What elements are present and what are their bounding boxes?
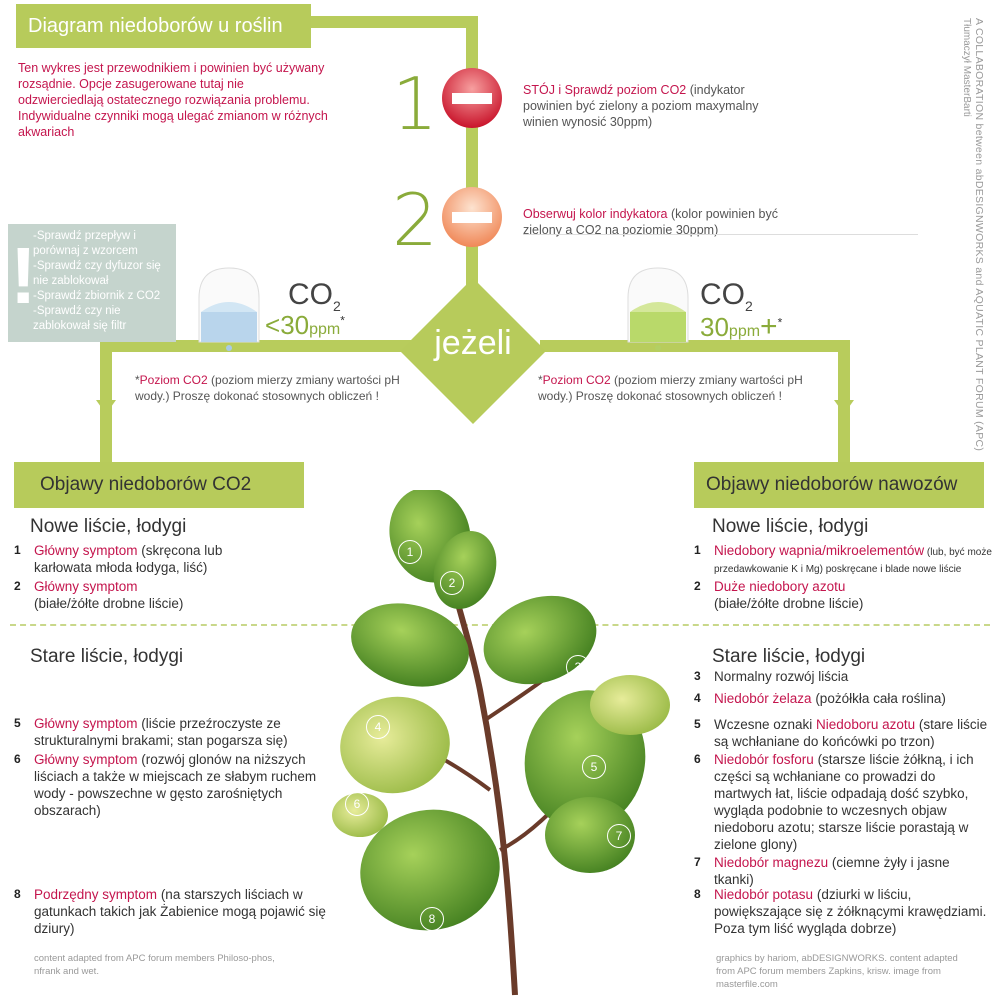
observe-minus-icon [442, 187, 502, 247]
check-item: -Sprawdź przepływ i porównaj z wzorcem [33, 230, 138, 257]
connector-right-horizontal [540, 340, 850, 352]
stop-minus-icon [442, 68, 502, 128]
leaf-marker-8: 8 [420, 907, 444, 931]
step-1-number: 1 [392, 62, 438, 146]
right-new-leaves-heading: Nowe liście, łodygi [712, 516, 869, 537]
page-title: Diagram niedoborów u roślin [16, 4, 311, 48]
step-2-underline [523, 234, 918, 235]
leaf-marker-1: 1 [398, 540, 422, 564]
co2-check-panel [8, 224, 176, 342]
leaf-marker-6: 6 [345, 792, 369, 816]
translator-credit: Tłumaczył MasterBarti [961, 18, 972, 117]
check-item: -Sprawdź zbiornik z CO2 [33, 290, 161, 302]
right-symptom-3: 3 Normalny rozwój liścia [694, 669, 849, 684]
co2-indicator-green-icon [627, 267, 689, 351]
arrow-down-left-icon [96, 400, 116, 414]
check-item: -Sprawdź czy nie zablokował się filtr [33, 305, 127, 332]
decision-diamond [400, 278, 546, 424]
right-symptom-6: 6 Niedobór fosforu (starsze liście żółkn… [694, 752, 974, 852]
left-symptom-2: 2 Główny symptom (białe/żółte drobne liś… [14, 579, 184, 611]
exclamation-icon: ! [10, 231, 37, 320]
left-symptom-1: 1 Główny symptom (skręcona lub karłowata… [14, 543, 223, 575]
right-symptom-7: 7 Niedobór magnezu (ciemne żyły i jasne … [694, 855, 950, 887]
right-symptom-8: 8 Niedobór potasu (dziurki w liściu, pow… [694, 887, 987, 936]
plant-illustration [332, 490, 670, 996]
decision-label: jeżeli [434, 324, 512, 362]
co2-left-value: <30ppm* [265, 310, 345, 340]
right-symptom-1: 1 Niedobory wapnia/mikroelementów (lub, … [694, 543, 992, 575]
right-symptom-2: 2 Duże niedobory azotu (białe/żółte drob… [694, 579, 864, 611]
right-symptom-4: 4 Niedobór żelaza (pożółkła cała roślina… [694, 691, 946, 706]
leaf-marker-4: 4 [366, 715, 390, 739]
right-credit: graphics by hariom, abDESIGNWORKS. conte… [716, 953, 958, 990]
co2-right-label: CO2 [700, 278, 753, 314]
step-2-number: 2 [392, 178, 438, 262]
right-old-leaves-heading: Stare liście, łodygi [712, 646, 866, 667]
co2-note-left: *Poziom CO2 (poziom mierzy zmiany wartoś… [135, 373, 400, 403]
step-1-text: STÓJ i Sprawdź poziom CO2 (indykator pow… [523, 83, 759, 129]
left-credit: content adapted from APC forum members P… [34, 953, 275, 977]
co2-deficiency-header: Objawy niedoborów CO2 [14, 462, 304, 508]
step-2-text: Obserwuj kolor indykatora (kolor powinie… [523, 207, 778, 237]
connector-top-horizontal [311, 16, 477, 28]
left-symptom-8: 8 Podrzędny symptom (na starszych liścia… [14, 887, 326, 936]
co2-note-right: *Poziom CO2 (poziom mierzy zmiany wartoś… [538, 373, 803, 403]
disclaimer-text: Ten wykres jest przewodnikiem i powinien… [18, 61, 328, 139]
leaf-marker-5: 5 [582, 755, 606, 779]
check-item: -Sprawdź czy dyfuzor się nie zablokował [33, 260, 161, 287]
connector-left-horizontal [100, 340, 430, 352]
co2-check-list: -Sprawdź przepływ i porównaj z wzorcem -… [33, 229, 178, 334]
co2-indicator-blue-icon [198, 267, 260, 351]
left-new-leaves-heading: Nowe liście, łodygi [30, 516, 187, 537]
leaf-marker-2: 2 [440, 571, 464, 595]
co2-left-label: CO2 [288, 278, 341, 314]
co2-right-value: 30ppm+* [700, 310, 783, 343]
arrow-down-right-icon [834, 400, 854, 414]
left-symptom-5: 5 Główny symptom (liście przeźroczyste z… [14, 716, 288, 748]
left-old-leaves-heading: Stare liście, łodygi [30, 646, 184, 667]
leaf-marker-3: 3 [566, 655, 590, 679]
right-symptom-5: 5 Wczesne oznaki Niedoboru azotu (stare … [694, 717, 988, 749]
left-symptom-6: 6 Główny symptom (rozwój glonów na niższ… [14, 752, 317, 818]
leaf-marker-7: 7 [607, 824, 631, 848]
nutrient-deficiency-header: Objawy niedoborów nawozów [694, 462, 984, 508]
